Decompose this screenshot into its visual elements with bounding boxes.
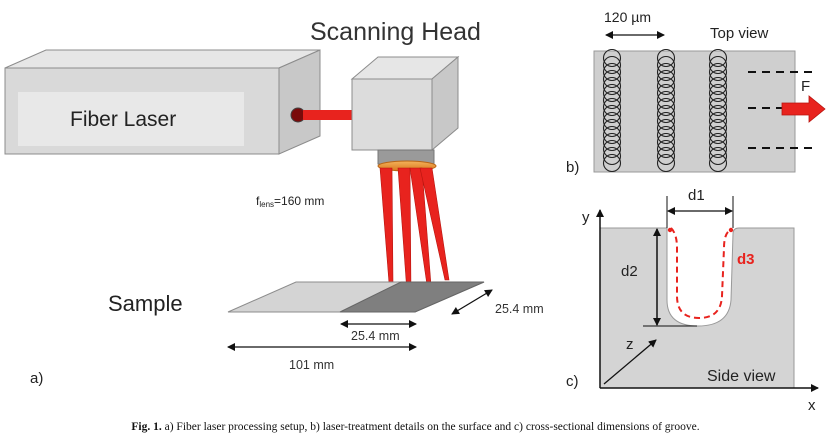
y-axis-label: y (582, 209, 590, 226)
cross-section-body (599, 227, 795, 389)
figure-caption-prefix: Fig. 1. (131, 421, 162, 433)
d2-label: d2 (621, 263, 638, 280)
lens-focal-label: flens=160 mm (256, 194, 324, 209)
groove-profile-d3 (670, 227, 731, 320)
scanning-head-box (350, 55, 460, 172)
panel-c-letter: c) (566, 373, 579, 390)
top-view-surface (593, 50, 796, 173)
figure-caption-text: a) Fiber laser processing setup, b) lase… (164, 421, 700, 433)
scanning-head-title: Scanning Head (310, 18, 481, 46)
scan-track-2 (656, 48, 676, 173)
panel-b-letter: b) (566, 159, 579, 176)
laser-beams-focused (379, 167, 450, 294)
z-axis-label: z (626, 336, 634, 353)
panel-c: d1 d2 d3 y x z Side view c) (566, 187, 819, 414)
laser-beam-horizontal (303, 110, 357, 120)
sample-label: Sample (108, 291, 183, 316)
x-axis-label: x (808, 397, 816, 414)
scan-track-1 (602, 48, 622, 173)
depth-dimension-arrow (451, 289, 493, 315)
sample-plate (227, 281, 485, 313)
fiber-laser-label: Fiber Laser (70, 108, 176, 131)
inner-width-dimension-label: 25.4 mm (351, 329, 400, 343)
fiber-laser-box: Fiber Laser (4, 49, 321, 155)
total-width-dimension-label: 101 mm (289, 358, 334, 372)
panel-a: Scanning Head Fiber Laser (4, 18, 544, 387)
feed-arrow (781, 95, 826, 123)
feed-label: F (801, 78, 810, 95)
d3-label: d3 (737, 251, 755, 268)
side-view-label: Side view (707, 368, 776, 385)
z-axis (603, 339, 657, 385)
depth-dimension-label: 25.4 mm (495, 302, 544, 316)
top-view-label: Top view (710, 25, 769, 42)
panel-a-letter: a) (30, 370, 43, 387)
panel-b: 120 µm Top view (566, 9, 826, 176)
figure-caption: Fig. 1. a) Fiber laser processing setup,… (0, 421, 831, 433)
d1-label: d1 (688, 187, 705, 204)
scan-track-3 (708, 48, 728, 173)
spacing-label: 120 µm (604, 9, 651, 25)
